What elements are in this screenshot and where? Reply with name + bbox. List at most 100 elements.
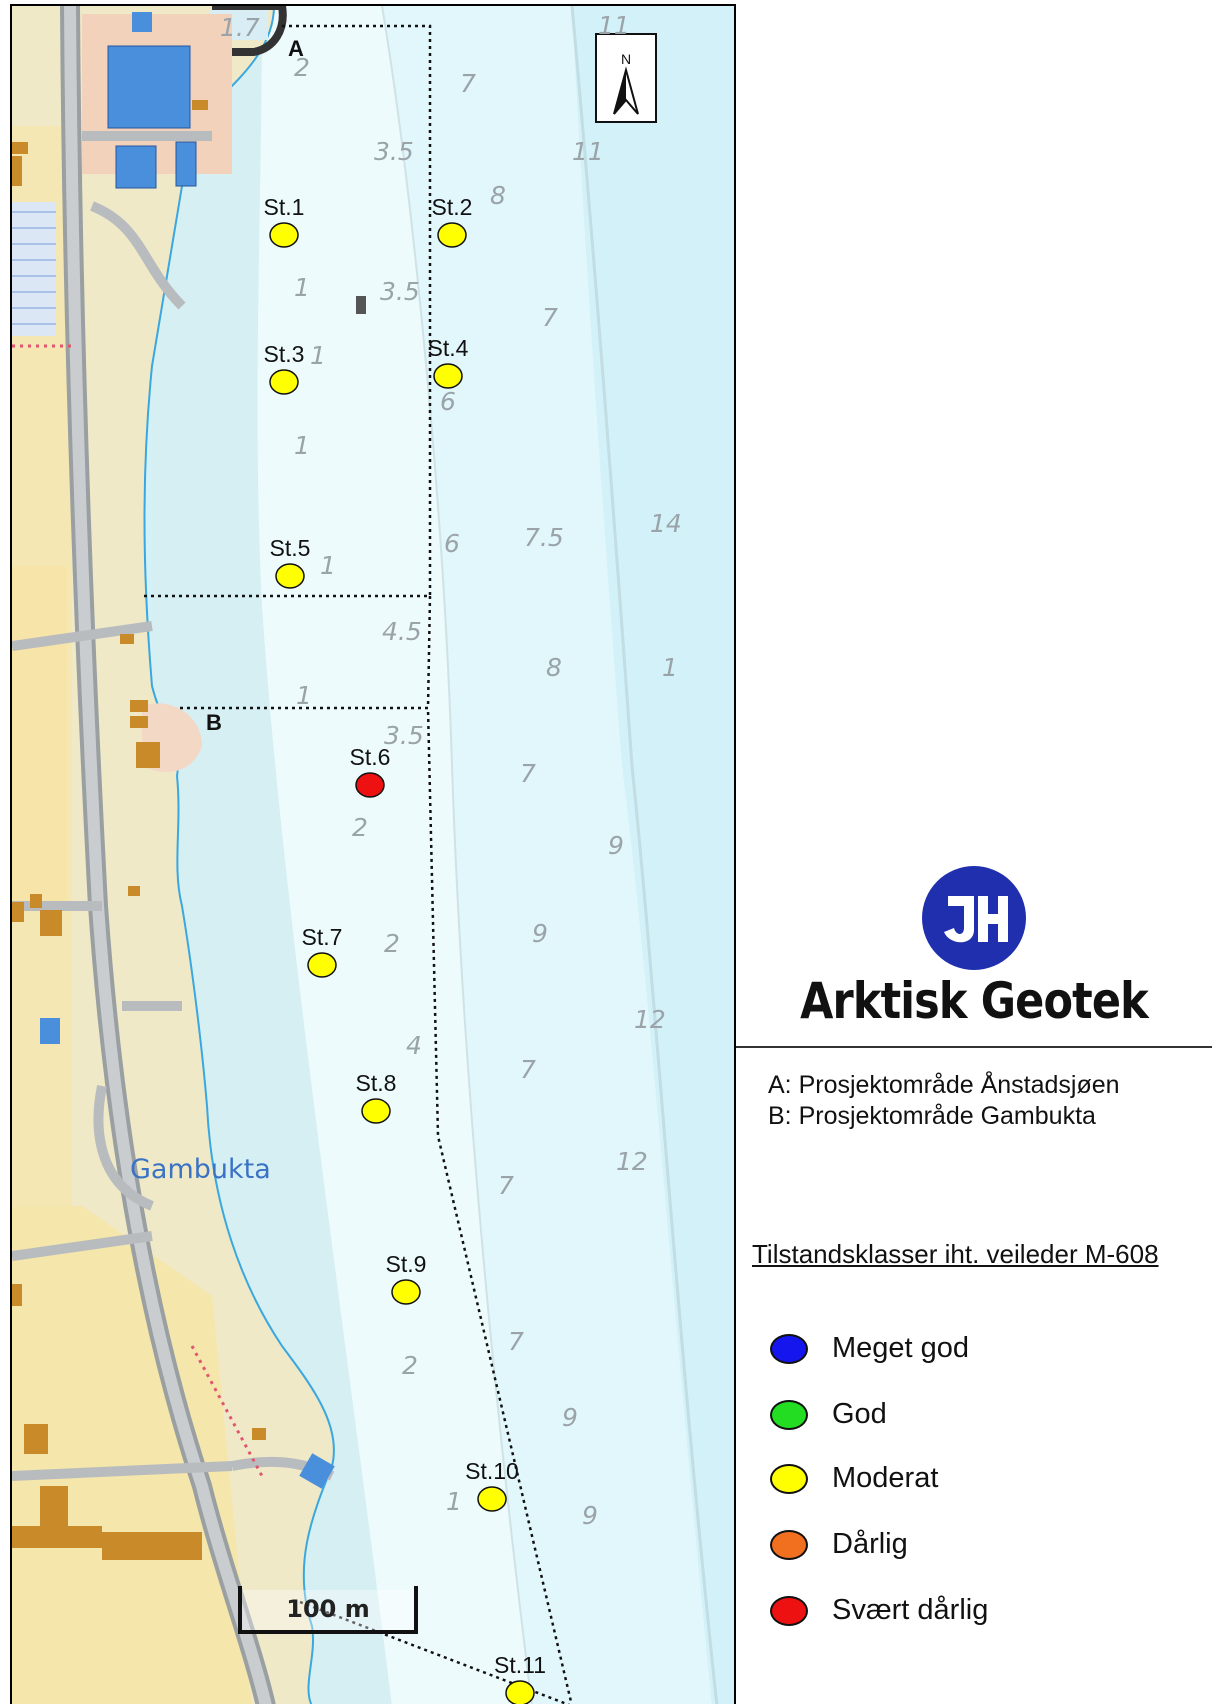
station-marker-st9[interactable]	[391, 1279, 421, 1305]
depth-sounding: 1	[446, 1487, 462, 1516]
harbour-pier	[212, 6, 287, 56]
depth-sounding: 3.5	[374, 137, 414, 166]
legend-label: Svært dårlig	[832, 1594, 989, 1626]
depth-sounding: 1.7	[220, 13, 260, 42]
depth-sounding: 9	[532, 919, 548, 948]
project-boundaries	[142, 24, 573, 1704]
depth-sounding: 2	[402, 1351, 418, 1380]
side-roads	[12, 131, 335, 1481]
area-a-label: A: Prosjektområde Ånstadsjøen	[768, 1071, 1120, 1099]
building-brown	[12, 902, 24, 922]
legend-swatch	[770, 1334, 808, 1364]
depth-sounding: 1	[294, 431, 310, 460]
depth-contour-inner	[381, 6, 533, 1704]
building-brown	[252, 1428, 266, 1440]
legend-label: Dårlig	[832, 1528, 908, 1560]
station-label: St.5	[270, 535, 311, 561]
depth-sounding: 9	[608, 831, 624, 860]
building-brown	[12, 1526, 102, 1548]
building-blue	[40, 1018, 60, 1044]
depth-sounding: 1	[310, 341, 326, 370]
area-a-marker: A	[288, 36, 304, 61]
station-label: St.2	[432, 194, 473, 220]
station-marker-st10[interactable]	[477, 1486, 507, 1512]
field-patch-south	[12, 1206, 252, 1704]
station-marker-st8[interactable]	[361, 1098, 391, 1124]
building-brown	[130, 716, 148, 728]
station-marker-st1[interactable]	[269, 222, 299, 248]
station-label: St.10	[465, 1458, 519, 1484]
depth-sounding: 2	[384, 929, 400, 958]
building-brown	[192, 100, 208, 110]
building-brown	[102, 1532, 202, 1560]
station-label: St.6	[350, 744, 391, 770]
field-patch	[12, 566, 67, 906]
depth-sounding: 12	[616, 1147, 648, 1176]
depth-sounding: 7	[498, 1171, 514, 1200]
logo-circle-icon: JH	[922, 866, 1026, 970]
main-road-fill	[64, 6, 272, 1704]
station-marker-st6[interactable]	[355, 772, 385, 798]
legend-item-svaert-darlig: Svært dårlig	[770, 1592, 1190, 1632]
depth-sounding: 2	[352, 813, 368, 842]
north-arrow-box	[595, 33, 657, 123]
brand-name: Arktisk Geotek	[800, 972, 1149, 1030]
station-marker-st4[interactable]	[433, 363, 463, 389]
legend-label: God	[832, 1398, 887, 1430]
depth-sounding: 4	[406, 1031, 422, 1060]
legend-title: Tilstandsklasser iht. veileder M-608	[752, 1239, 1159, 1269]
depth-sounding: 11	[598, 11, 630, 40]
area-b-marker: B	[206, 710, 222, 735]
depth-sounding: 7	[460, 69, 476, 98]
north-arrow-icon: N	[621, 51, 631, 67]
legend-item-meget-god: Meget god	[770, 1330, 1190, 1370]
legend-swatch	[770, 1464, 808, 1494]
building-brown	[120, 634, 134, 644]
depth-sounding: 6	[440, 387, 456, 416]
building-brown	[128, 886, 140, 896]
depth-sounding: 7	[520, 759, 536, 788]
building-brown	[30, 894, 42, 908]
legend-item-darlig: Dårlig	[770, 1526, 1190, 1566]
depth-sounding: 1	[320, 551, 336, 580]
area-b-label: B: Prosjektområde Gambukta	[768, 1102, 1096, 1130]
station-marker-st3[interactable]	[269, 369, 299, 395]
building-brown	[12, 1284, 22, 1306]
depth-sounding: 4.5	[382, 617, 422, 646]
legend-label: Moderat	[832, 1462, 939, 1494]
depth-sounding: 6	[444, 529, 460, 558]
legend-item-moderat: Moderat	[770, 1460, 1190, 1500]
depth-sounding: 8	[490, 181, 506, 210]
station-marker-st5[interactable]	[275, 563, 305, 589]
depth-sounding: 12	[634, 1005, 666, 1034]
depth-sounding: 7	[520, 1055, 536, 1084]
building-blue	[107, 45, 191, 129]
station-label: St.1	[264, 194, 305, 220]
depth-sounding: 11	[572, 137, 604, 166]
depth-sounding: 9	[582, 1501, 598, 1530]
station-marker-st7[interactable]	[307, 952, 337, 978]
depth-sounding: 8	[546, 653, 562, 682]
station-label: St.4	[428, 335, 469, 361]
building-brown	[12, 156, 22, 186]
legend-swatch	[770, 1400, 808, 1430]
building-brown	[40, 910, 62, 936]
striped-lot	[12, 202, 56, 336]
divider	[736, 1046, 1212, 1048]
depth-sounding: 14	[650, 509, 682, 538]
depth-sounding: 1	[662, 653, 678, 682]
station-marker-st11[interactable]	[505, 1680, 535, 1704]
building-brown	[136, 742, 160, 768]
station-label: St.11	[494, 1652, 546, 1678]
station-marker-st2[interactable]	[437, 222, 467, 248]
depth-sounding: 1	[294, 273, 310, 302]
building-brown	[12, 142, 28, 154]
legend-label: Meget god	[832, 1332, 970, 1364]
legend-swatch	[770, 1530, 808, 1560]
building-brown	[130, 700, 148, 712]
station-label: St.8	[356, 1070, 397, 1096]
